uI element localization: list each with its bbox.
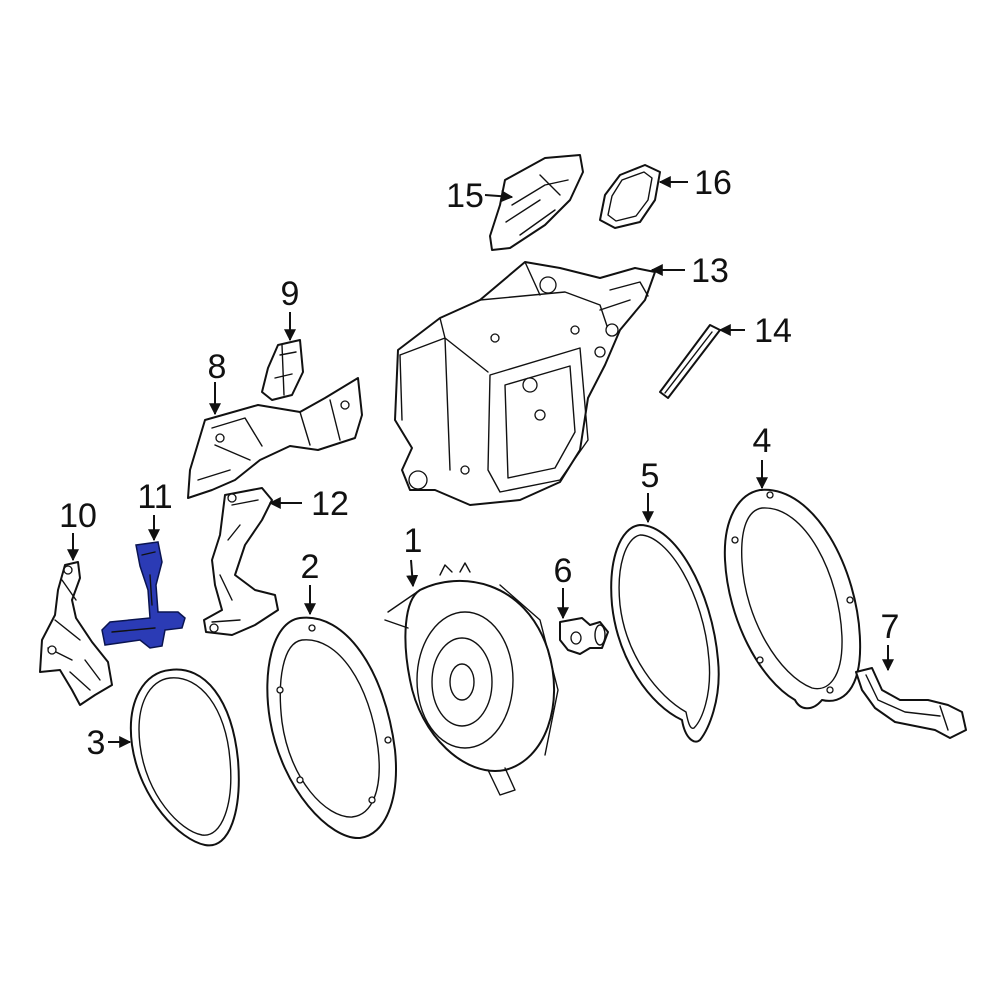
callout-13: 13 xyxy=(691,252,729,290)
part-15-cover[interactable] xyxy=(489,154,584,251)
callout-3: 3 xyxy=(87,724,106,762)
part-12-bracket[interactable] xyxy=(203,487,279,636)
callout-14: 14 xyxy=(754,312,792,350)
part-6-fitting[interactable] xyxy=(559,617,609,655)
callout-11: 11 xyxy=(137,478,172,516)
part-11-highlighted-bracket[interactable] xyxy=(101,541,186,649)
part-5-gasket[interactable] xyxy=(610,524,720,743)
callout-15: 15 xyxy=(446,177,484,215)
callout-6: 6 xyxy=(554,552,573,590)
part-16-gasket[interactable] xyxy=(599,164,661,229)
part-3-gasket[interactable] xyxy=(129,668,240,847)
part-8-bracket[interactable] xyxy=(187,377,363,499)
callout-2: 2 xyxy=(301,548,320,586)
leader-15 xyxy=(484,190,514,203)
callout-8: 8 xyxy=(208,348,227,386)
callout-7: 7 xyxy=(881,608,900,646)
part-2-housing[interactable] xyxy=(266,616,397,840)
part-4-housing-cover[interactable] xyxy=(723,488,862,710)
callout-12: 12 xyxy=(311,485,349,523)
callout-1: 1 xyxy=(404,522,423,560)
callout-9: 9 xyxy=(281,275,300,313)
callout-labels: 1 2 3 4 5 6 7 8 9 10 11 12 13 14 15 16 xyxy=(59,164,899,762)
part-13-control-unit[interactable] xyxy=(394,261,656,506)
callout-5: 5 xyxy=(641,457,660,495)
part-10-mount-bracket[interactable] xyxy=(39,561,113,706)
callout-10: 10 xyxy=(59,497,97,535)
callout-16: 16 xyxy=(694,164,732,202)
leader-1 xyxy=(406,559,419,588)
part-1-motor[interactable] xyxy=(384,562,559,796)
part-9-bracket[interactable] xyxy=(261,339,304,401)
callout-4: 4 xyxy=(753,422,772,460)
leader-lines xyxy=(67,176,894,748)
part-14-seal[interactable] xyxy=(659,324,721,399)
part-7-hose[interactable] xyxy=(855,667,967,739)
